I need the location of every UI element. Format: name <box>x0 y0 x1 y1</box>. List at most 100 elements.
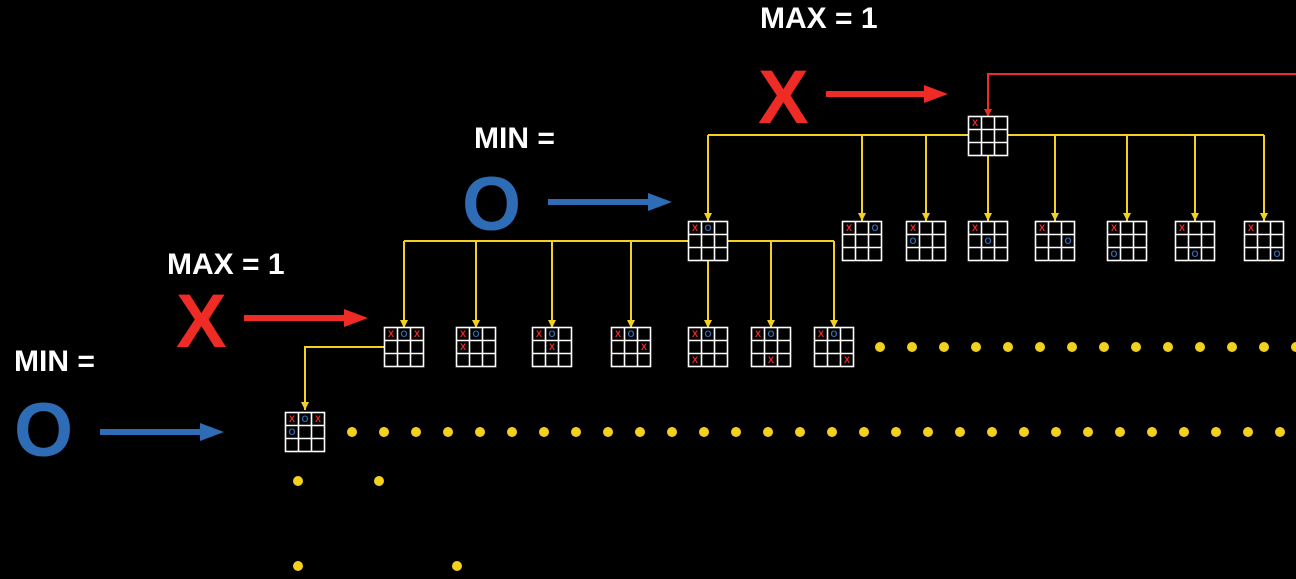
continuation-dot-level3 <box>795 427 805 437</box>
continuation-dot-level3 <box>1051 427 1061 437</box>
big-arrow-lower-red-shaft <box>244 315 346 321</box>
board-level2-4-frame <box>610 326 652 368</box>
board-mark-x: X <box>615 329 621 339</box>
continuation-dot-level3 <box>475 427 485 437</box>
continuation-dot-level3 <box>571 427 581 437</box>
continuation-dot-level2 <box>875 342 885 352</box>
continuation-dot-level2 <box>1003 342 1013 352</box>
big-arrow-bottom-blue <box>100 423 224 441</box>
continuation-dot-level3 <box>347 427 357 437</box>
board-mark-o: O <box>704 329 711 339</box>
board-mark-x: X <box>1248 223 1254 233</box>
continuation-dot-level3 <box>1179 427 1189 437</box>
board-mark-x: X <box>818 329 824 339</box>
continuation-dot-level3 <box>1019 427 1029 437</box>
board-level1-8: XO <box>1243 220 1285 262</box>
board-mark-o: O <box>301 414 308 424</box>
board-mark-x: X <box>846 223 852 233</box>
board-mark-x: X <box>910 223 916 233</box>
board-mark-o: O <box>767 329 774 339</box>
continuation-dot-level3 <box>1147 427 1157 437</box>
continuation-dot-level3 <box>987 427 997 437</box>
continuation-dot-level2 <box>1067 342 1077 352</box>
continuation-dot-level3 <box>667 427 677 437</box>
continuation-dot-level3 <box>891 427 901 437</box>
o-turn-symbol-upper: O <box>462 162 522 247</box>
board-mark-x: X <box>1039 223 1045 233</box>
big-arrow-upper-blue-head <box>648 193 672 211</box>
board-mark-x: X <box>692 223 698 233</box>
big-arrow-top-red <box>826 85 948 103</box>
board-mark-o: O <box>288 427 295 437</box>
continuation-dot-level3 <box>699 427 709 437</box>
continuation-dot-level3 <box>1243 427 1253 437</box>
continuation-dot-level3 <box>955 427 965 437</box>
board-mark-x: X <box>536 329 542 339</box>
board-level3-1-frame <box>284 411 326 453</box>
continuation-dot-level3 <box>827 427 837 437</box>
continuation-dot-below <box>374 476 384 486</box>
board-mark-x: X <box>1111 223 1117 233</box>
board-level1-6-frame <box>1106 220 1148 262</box>
board-root-frame <box>967 115 1009 157</box>
big-arrow-bottom-blue-shaft <box>100 429 202 435</box>
board-level1-4-frame <box>967 220 1009 262</box>
board-level1-4: XO <box>967 220 1009 262</box>
continuation-dot-level3 <box>379 427 389 437</box>
board-mark-o: O <box>830 329 837 339</box>
big-arrow-lower-red <box>244 309 368 327</box>
continuation-dot-level2 <box>907 342 917 352</box>
continuation-dot-level3 <box>1275 427 1285 437</box>
board-mark-x: X <box>768 355 774 365</box>
board-level2-2-frame <box>455 326 497 368</box>
board-root: X <box>967 115 1009 157</box>
board-level1-3: XO <box>905 220 947 262</box>
big-arrow-bottom-blue-head <box>200 423 224 441</box>
continuation-dot-level3 <box>603 427 613 437</box>
board-mark-x: X <box>641 342 647 352</box>
board-level1-7-frame <box>1174 220 1216 262</box>
board-mark-o: O <box>909 236 916 246</box>
big-arrow-upper-blue <box>548 193 672 211</box>
board-mark-o: O <box>548 329 555 339</box>
continuation-dot-level2 <box>1131 342 1141 352</box>
max-label-top: MAX = 1 <box>760 2 878 35</box>
board-level1-6: XO <box>1106 220 1148 262</box>
board-mark-x: X <box>755 329 761 339</box>
continuation-dot-level3 <box>443 427 453 437</box>
board-mark-x: X <box>692 355 698 365</box>
continuation-dot-level2 <box>1291 342 1296 352</box>
board-mark-o: O <box>472 329 479 339</box>
min-label-upper: MIN = <box>474 122 555 155</box>
board-level2-1-frame <box>383 326 425 368</box>
continuation-dot-level2 <box>971 342 981 352</box>
continuation-dot-level2 <box>1035 342 1045 352</box>
min-label-bottom: MIN = <box>14 345 95 378</box>
board-mark-o: O <box>871 223 878 233</box>
x-turn-symbol-top: X <box>758 55 809 140</box>
continuation-dot-level3 <box>1211 427 1221 437</box>
board-mark-o: O <box>1064 236 1071 246</box>
big-arrow-top-red-shaft <box>826 91 926 97</box>
big-arrow-top-red-head <box>924 85 948 103</box>
board-level1-1-frame <box>687 220 729 262</box>
board-mark-x: X <box>1179 223 1185 233</box>
continuation-dot-level2 <box>1099 342 1109 352</box>
board-mark-x: X <box>414 329 420 339</box>
continuation-dot-level3 <box>763 427 773 437</box>
board-level1-7: XO <box>1174 220 1216 262</box>
board-level1-5: XO <box>1034 220 1076 262</box>
board-mark-o: O <box>400 329 407 339</box>
board-mark-o: O <box>1273 249 1280 259</box>
continuation-dot-level3 <box>1083 427 1093 437</box>
